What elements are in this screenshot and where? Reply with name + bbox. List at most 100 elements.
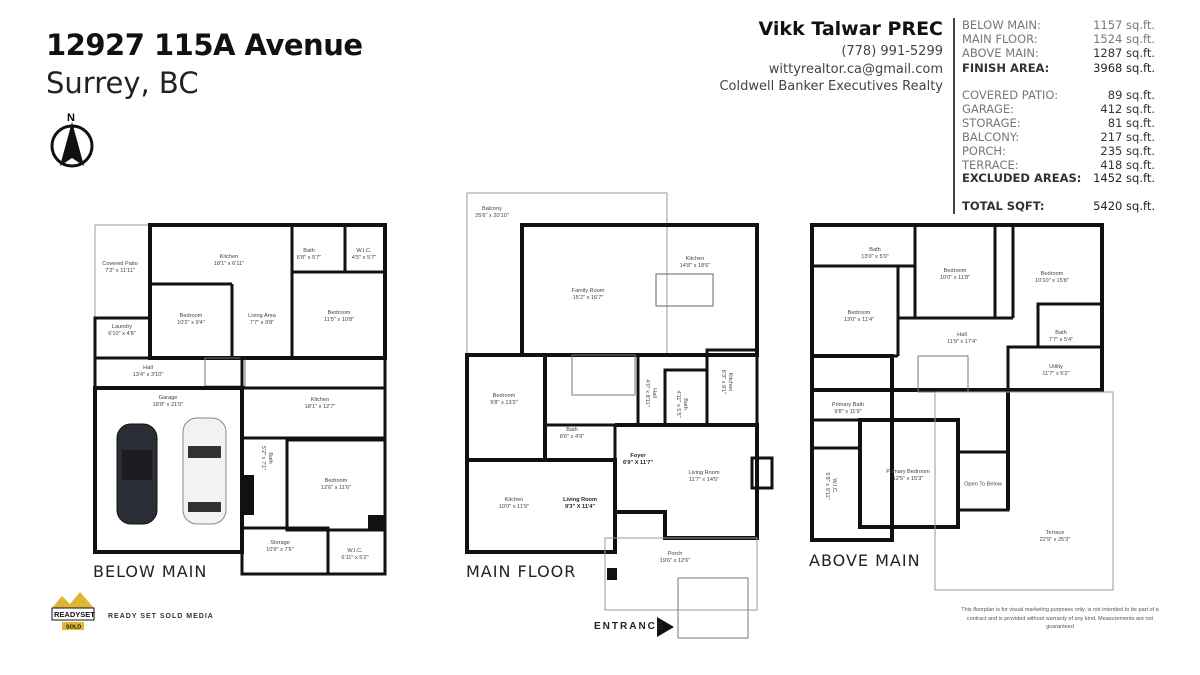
area-label: COVERED PATIO: [962,88,1059,102]
room-dims: 13'0" x 11'4" [843,317,875,323]
brand-logo: READYSET SOLD [51,592,95,631]
svg-text:READYSET: READYSET [54,610,95,619]
entrance-label: ENTRANCE [594,621,666,632]
room-name: Hall [143,365,153,371]
room-name: Terrace [1045,530,1065,536]
area-label: GARAGE: [962,102,1015,116]
area-value: 1452 sq.ft. [1093,171,1155,185]
room-name: Living Room [563,497,597,503]
room-dims: 10'9" x 7'6" [266,547,294,553]
room-name: Open To Below [964,481,1002,488]
agent-phone: (778) 991-5299 [841,44,943,59]
room-dims: 6'10" x 4'8" [108,331,136,337]
room-dims: 22'9" x 25'3" [1039,537,1071,543]
room-dims: 10'2" x 9'4" [177,320,205,326]
room-label: Open To Below [964,482,1002,489]
room-dims: 10'10" x 15'8" [1035,278,1069,284]
room-name: Kitchen [219,254,239,260]
room-name: Utility [1049,364,1063,370]
area-row: COVERED PATIO: 89 sq.ft. [962,88,1155,102]
room-dims: 13'4" x 3'10" [132,372,164,378]
room-name: Storage [270,540,290,546]
area-value: 81 sq.ft. [1107,116,1155,130]
room-name: Kitchen [504,497,524,503]
room-dims: 6'8" x 5'7" [296,255,322,261]
room-label: W.I.C.6'11" x 5'2" [341,548,368,562]
svg-text:SOLD: SOLD [66,625,81,631]
car-icon [182,417,227,525]
room-dims: 11'7" x 14'5" [688,477,720,483]
area-row: STORAGE: 81 sq.ft. [962,116,1155,130]
room-dims: 9'3" X 11'4" [564,504,596,510]
room-dims: 18'1" x 6'11" [213,261,245,267]
room-name: Balcony [482,206,502,212]
room-dims: 4'5" x 5'7" [351,255,377,261]
room-label: W.I.C.4'5" x 5'7" [352,248,376,262]
room-name: Bath [682,398,688,410]
floor-title-main-floor: MAIN FLOOR [466,562,577,581]
room-name: Laundry [111,324,133,330]
room-name: Bedroom [179,313,203,319]
area-row: TERRACE:418 sq.ft. [962,158,1155,172]
room-name: Kitchen [727,372,733,392]
room-dims: 7'7" x 5'4" [1048,337,1074,343]
room-name: Hall [651,388,657,398]
area-value: 217 sq.ft. [1100,130,1155,144]
room-name: Bath [1055,330,1067,336]
floor-title-below-main: BELOW MAIN [93,562,208,581]
area-label: ABOVE MAIN: [962,46,1039,60]
area-value: 3968 sq.ft. [1093,61,1155,75]
area-value: 89 sq.ft. [1107,88,1155,102]
room-name: Primary Bath [831,402,865,408]
divider [953,18,955,214]
room-name: Bedroom [1040,271,1064,277]
room-dims: 6'11" x 5'2" [341,555,369,561]
room-dims: 9'8" x 13'2" [490,400,518,406]
disclaimer: This floorplan is for visual marketing p… [961,607,1159,630]
listing-city: Surrey, BC [46,66,199,100]
area-label: STORAGE: [962,116,1021,130]
room-name: Bedroom [327,310,351,316]
room-dims: 11'9" x 17'4" [946,339,978,345]
room-name: Living Room [688,470,720,476]
room-label: W.I.C.5'8" x 9'11" [823,472,837,499]
above-main-plan [810,223,1114,591]
room-dims: 4'11" x 5'5" [675,390,681,418]
area-value: 412 sq.ft. [1100,102,1155,116]
below-main-plan [93,223,387,576]
room-name: Bath [869,247,881,253]
room-name: Kitchen [685,256,705,262]
room-dims: 13'0" x 5'0" [861,254,889,260]
room-name: W.I.C. [356,248,372,254]
area-value: 5420 sq.ft. [1093,199,1155,213]
area-row: BALCONY:217 sq.ft. [962,130,1155,144]
room-dims: 14'8" x 18'6" [679,263,711,269]
room-dims: 18'1" x 12'7" [304,404,336,410]
area-row: MAIN FLOOR:1524 sq.ft. [962,32,1155,46]
area-row: BELOW MAIN:1157 sq.ft. [962,18,1155,32]
room-name: Foyer [630,453,646,459]
room-dims: 10'0" x 11'8" [939,275,971,281]
room-dims: 12'6" x 11'6" [320,485,352,491]
